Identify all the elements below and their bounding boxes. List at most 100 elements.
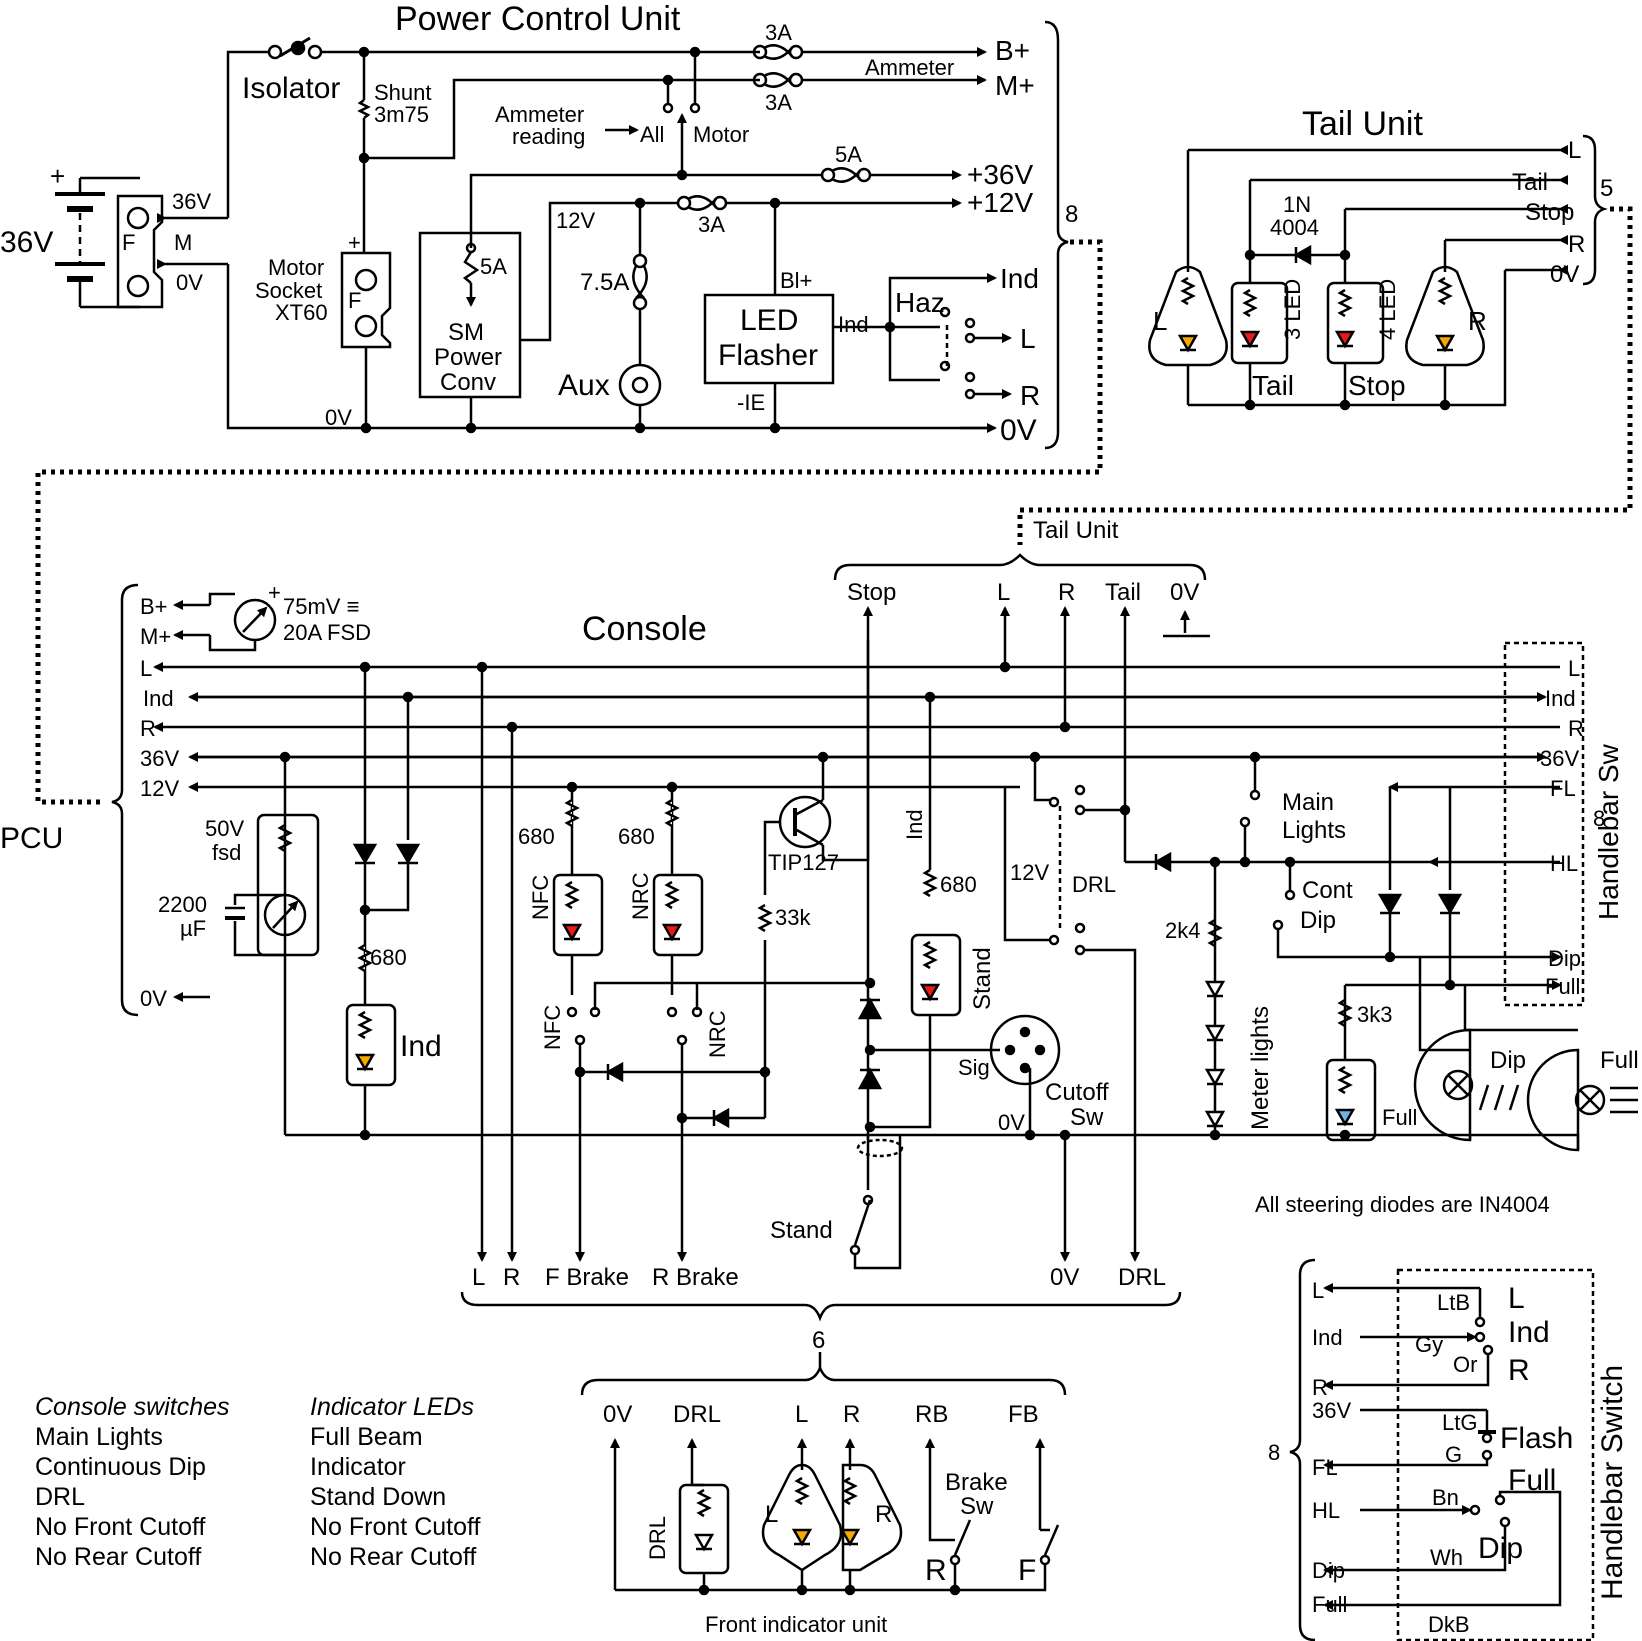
front-drl-label: DRL — [673, 1401, 721, 1428]
pcu-out-ind-label: Ind — [1000, 263, 1039, 294]
tail-led-3-label: 3 LED — [1280, 279, 1305, 340]
pcu-motor-3-label: XT60 — [275, 300, 328, 325]
pcu-out-l-label: L — [1020, 323, 1036, 354]
console-hb-36v-label: 36V — [1540, 746, 1579, 771]
tail-led-4-label: 4 LED — [1375, 279, 1400, 340]
console-nfc-label: NFC — [528, 875, 553, 920]
handlebar-g-label: G — [1445, 1442, 1462, 1467]
console-full-led-label: Full — [1382, 1105, 1417, 1130]
legend-led-item: No Front Cutoff — [310, 1513, 481, 1541]
pcu-ov-bottom-label: 0V — [325, 405, 352, 430]
console-nrc-sw-label: NRC — [705, 1010, 730, 1058]
legend-console-switches: Console switches Main Lights Continuous … — [35, 1392, 230, 1572]
handlebar-in-r-label: R — [1312, 1375, 1328, 1400]
legend-led-item: No Rear Cutoff — [310, 1543, 477, 1571]
console-meter-2-label: 20A FSD — [283, 620, 371, 645]
pcu-shunt-2-label: 3m75 — [374, 102, 429, 127]
console-cutoff-2-label: Sw — [1070, 1104, 1104, 1131]
handlebar-flash-label: Flash — [1500, 1422, 1573, 1455]
pcu-out-b-label: B+ — [995, 35, 1030, 66]
pcu-motor-1-label: Motor — [268, 255, 324, 280]
power-control-unit: Power Control Unit + 36V F 36V M 0V Isol… — [0, 0, 1103, 805]
console-out-l-label: L — [472, 1264, 485, 1291]
legend-led-item: Full Beam — [310, 1423, 423, 1451]
console-hb-l-label: L — [1568, 656, 1580, 681]
legend-switch-item: DRL — [35, 1483, 86, 1511]
handlebar-title-label: Handlebar Switch — [1596, 1365, 1629, 1600]
pcu-fuse-3a-b-label: 3A — [765, 20, 792, 45]
pcu-batt-f-label: F — [122, 230, 135, 255]
console-dip-label: Dip — [1300, 907, 1336, 934]
handlebar-dip-label: Dip — [1478, 1532, 1523, 1565]
console-out-fb-label: F Brake — [545, 1264, 629, 1291]
console-sig-label: Sig — [958, 1055, 990, 1080]
console-bus-ind-label: Ind — [143, 686, 174, 711]
console-r680-stand-label: 680 — [940, 872, 977, 897]
console-r680-nrc-label: 680 — [618, 824, 655, 849]
handlebar-in-dip-label: Dip — [1312, 1558, 1345, 1583]
console-bus-36v-label: 36V — [140, 746, 179, 771]
console-vm-2-label: fsd — [212, 840, 241, 865]
pcu-conn-count-label: 8 — [1065, 201, 1078, 228]
console-hb-count-label: 8 — [1593, 806, 1605, 831]
tail-in-tail-label: Tail — [1512, 169, 1548, 196]
pcu-out-36-label: +36V — [967, 159, 1033, 190]
console-ind-rot-label: Ind — [902, 809, 927, 840]
svg-text:+: + — [268, 580, 281, 605]
fuse-m — [752, 72, 804, 88]
tail-unit: Tail Unit L Tail Stop R 0V 5 L 3 LED Tai… — [1017, 105, 1633, 545]
console-nrc-label: NRC — [628, 872, 653, 920]
legend-led-item: Stand Down — [310, 1483, 447, 1511]
console-cont-label: Cont — [1302, 877, 1353, 904]
legend-switches-title: Console switches — [35, 1393, 230, 1421]
handlebar-wh-label: Wh — [1430, 1545, 1463, 1570]
front-fb-label: FB — [1008, 1401, 1039, 1428]
pcu-motor-f-label: F — [348, 288, 361, 313]
console-cap-2-label: µF — [180, 916, 206, 941]
console-out-rb-label: R Brake — [652, 1264, 739, 1291]
console-lamp-dip-label: Dip — [1490, 1047, 1526, 1074]
pcu-conv-2-label: Power — [434, 344, 502, 371]
legend-switch-item: Continuous Dip — [35, 1453, 206, 1481]
legend-indicator-leds: Indicator LEDs Full Beam Indicator Stand… — [310, 1392, 480, 1572]
front-led-l-label: L — [765, 1501, 778, 1528]
console-tail-l-label: L — [997, 579, 1010, 606]
front-brake-1-label: Brake — [945, 1469, 1008, 1496]
pcu-shunt-1-label: Shunt — [374, 80, 432, 105]
console-tail-0v-label: 0V — [1170, 579, 1199, 606]
handlebar-lbl-r-label: R — [1508, 1354, 1530, 1387]
console-stand-sw-label: Stand — [770, 1217, 833, 1244]
console-out-r-label: R — [503, 1264, 520, 1291]
handlebar-in-ind-label: Ind — [1312, 1325, 1343, 1350]
pcu-aux-label: Aux — [558, 369, 610, 402]
tail-lbl-stop-label: Stop — [1348, 370, 1406, 401]
console-lamp-full-label: Full — [1600, 1047, 1639, 1074]
handlebar-switch: 8 L LtB L Ind Gy Or Ind R R 36V LtG Flas… — [1268, 1258, 1629, 1641]
pcu-ammeter-reading-1-label: Ammeter — [495, 102, 584, 127]
handlebar-count-label: 8 — [1268, 1440, 1280, 1465]
console-pcu-label: PCU — [0, 822, 63, 855]
console-tail-stop-label: Stop — [847, 579, 896, 606]
console-r33k-label: 33k — [775, 905, 811, 930]
pcu-haz-label: Haz — [895, 287, 945, 318]
pcu-ie-label: -IE — [737, 390, 765, 415]
pcu-bl-label: Bl+ — [780, 268, 812, 293]
console-r680-nfc-label: 680 — [518, 824, 555, 849]
legend-leds-title: Indicator LEDs — [310, 1393, 474, 1421]
pcu-batt-0v-label: 0V — [176, 270, 203, 295]
pcu-sw-all-label: All — [640, 122, 664, 147]
pcu-motor-2-label: Socket — [255, 278, 322, 303]
legend-switch-item: Main Lights — [35, 1423, 163, 1451]
handlebar-in-36v-label: 36V — [1312, 1398, 1351, 1423]
console-bus-12v-label: 12V — [140, 776, 179, 801]
console-r2k4-label: 2k4 — [1165, 918, 1200, 943]
console-title: Console — [582, 610, 707, 648]
tail-unit-title: Tail Unit — [1302, 105, 1423, 143]
front-indicator-unit: 0V DRL L R RB FB DRL L R Brake Sw R F Fr… — [603, 1401, 1060, 1637]
pcu-flasher-2-label: Flasher — [718, 339, 818, 372]
console-hb-hl-label: HL — [1550, 851, 1578, 876]
console-out-drl-label: DRL — [1118, 1264, 1166, 1291]
console-out-0v-label: 0V — [1050, 1264, 1079, 1291]
front-brake-2-label: Sw — [960, 1493, 994, 1520]
